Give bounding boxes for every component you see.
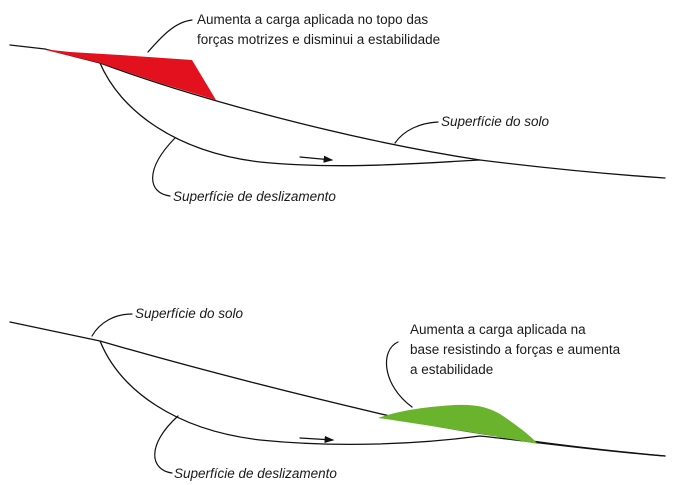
bottom-annotation-line3: a estabilidade (410, 362, 493, 377)
bottom-annotation-leader (385, 341, 413, 408)
bottom-slip-surface-line (99, 340, 666, 457)
top-annotation-leader (147, 19, 193, 53)
top-annotation-line1: Aumenta a carga aplicada no topo das (197, 12, 428, 27)
top-annotation-line2: forças motrizes e disminui a estabilidad… (197, 32, 440, 47)
bottom-ground-label: Superfície do solo (135, 306, 244, 321)
bottom-ground-label-leader (91, 313, 133, 337)
bottom-annotation-line2: base resistindo a forças e aumenta (410, 342, 621, 357)
top-slip-direction-arrow (299, 155, 334, 163)
bottom-slip-direction-arrow (299, 435, 335, 444)
top-slip-label: Superfície de deslizamento (173, 189, 336, 204)
bottom-slip-label: Superfície de deslizamento (174, 466, 337, 481)
bottom-slope-diagram: Superfície do solo Aumenta a carga aplic… (9, 306, 666, 481)
top-slip-surface-line (99, 62, 481, 167)
bottom-slip-label-leader (154, 415, 179, 474)
top-slip-label-leader (152, 137, 176, 197)
bottom-load-green-area (378, 404, 538, 444)
top-ground-label: Superfície do solo (441, 114, 550, 129)
top-ground-surface-line (9, 44, 666, 179)
top-load-red-area (42, 49, 216, 100)
top-slope-diagram: Aumenta a carga aplicada no topo das for… (9, 12, 666, 204)
top-ground-label-leader (394, 121, 439, 144)
bottom-annotation-line1: Aumenta a carga aplicada na (410, 322, 586, 337)
